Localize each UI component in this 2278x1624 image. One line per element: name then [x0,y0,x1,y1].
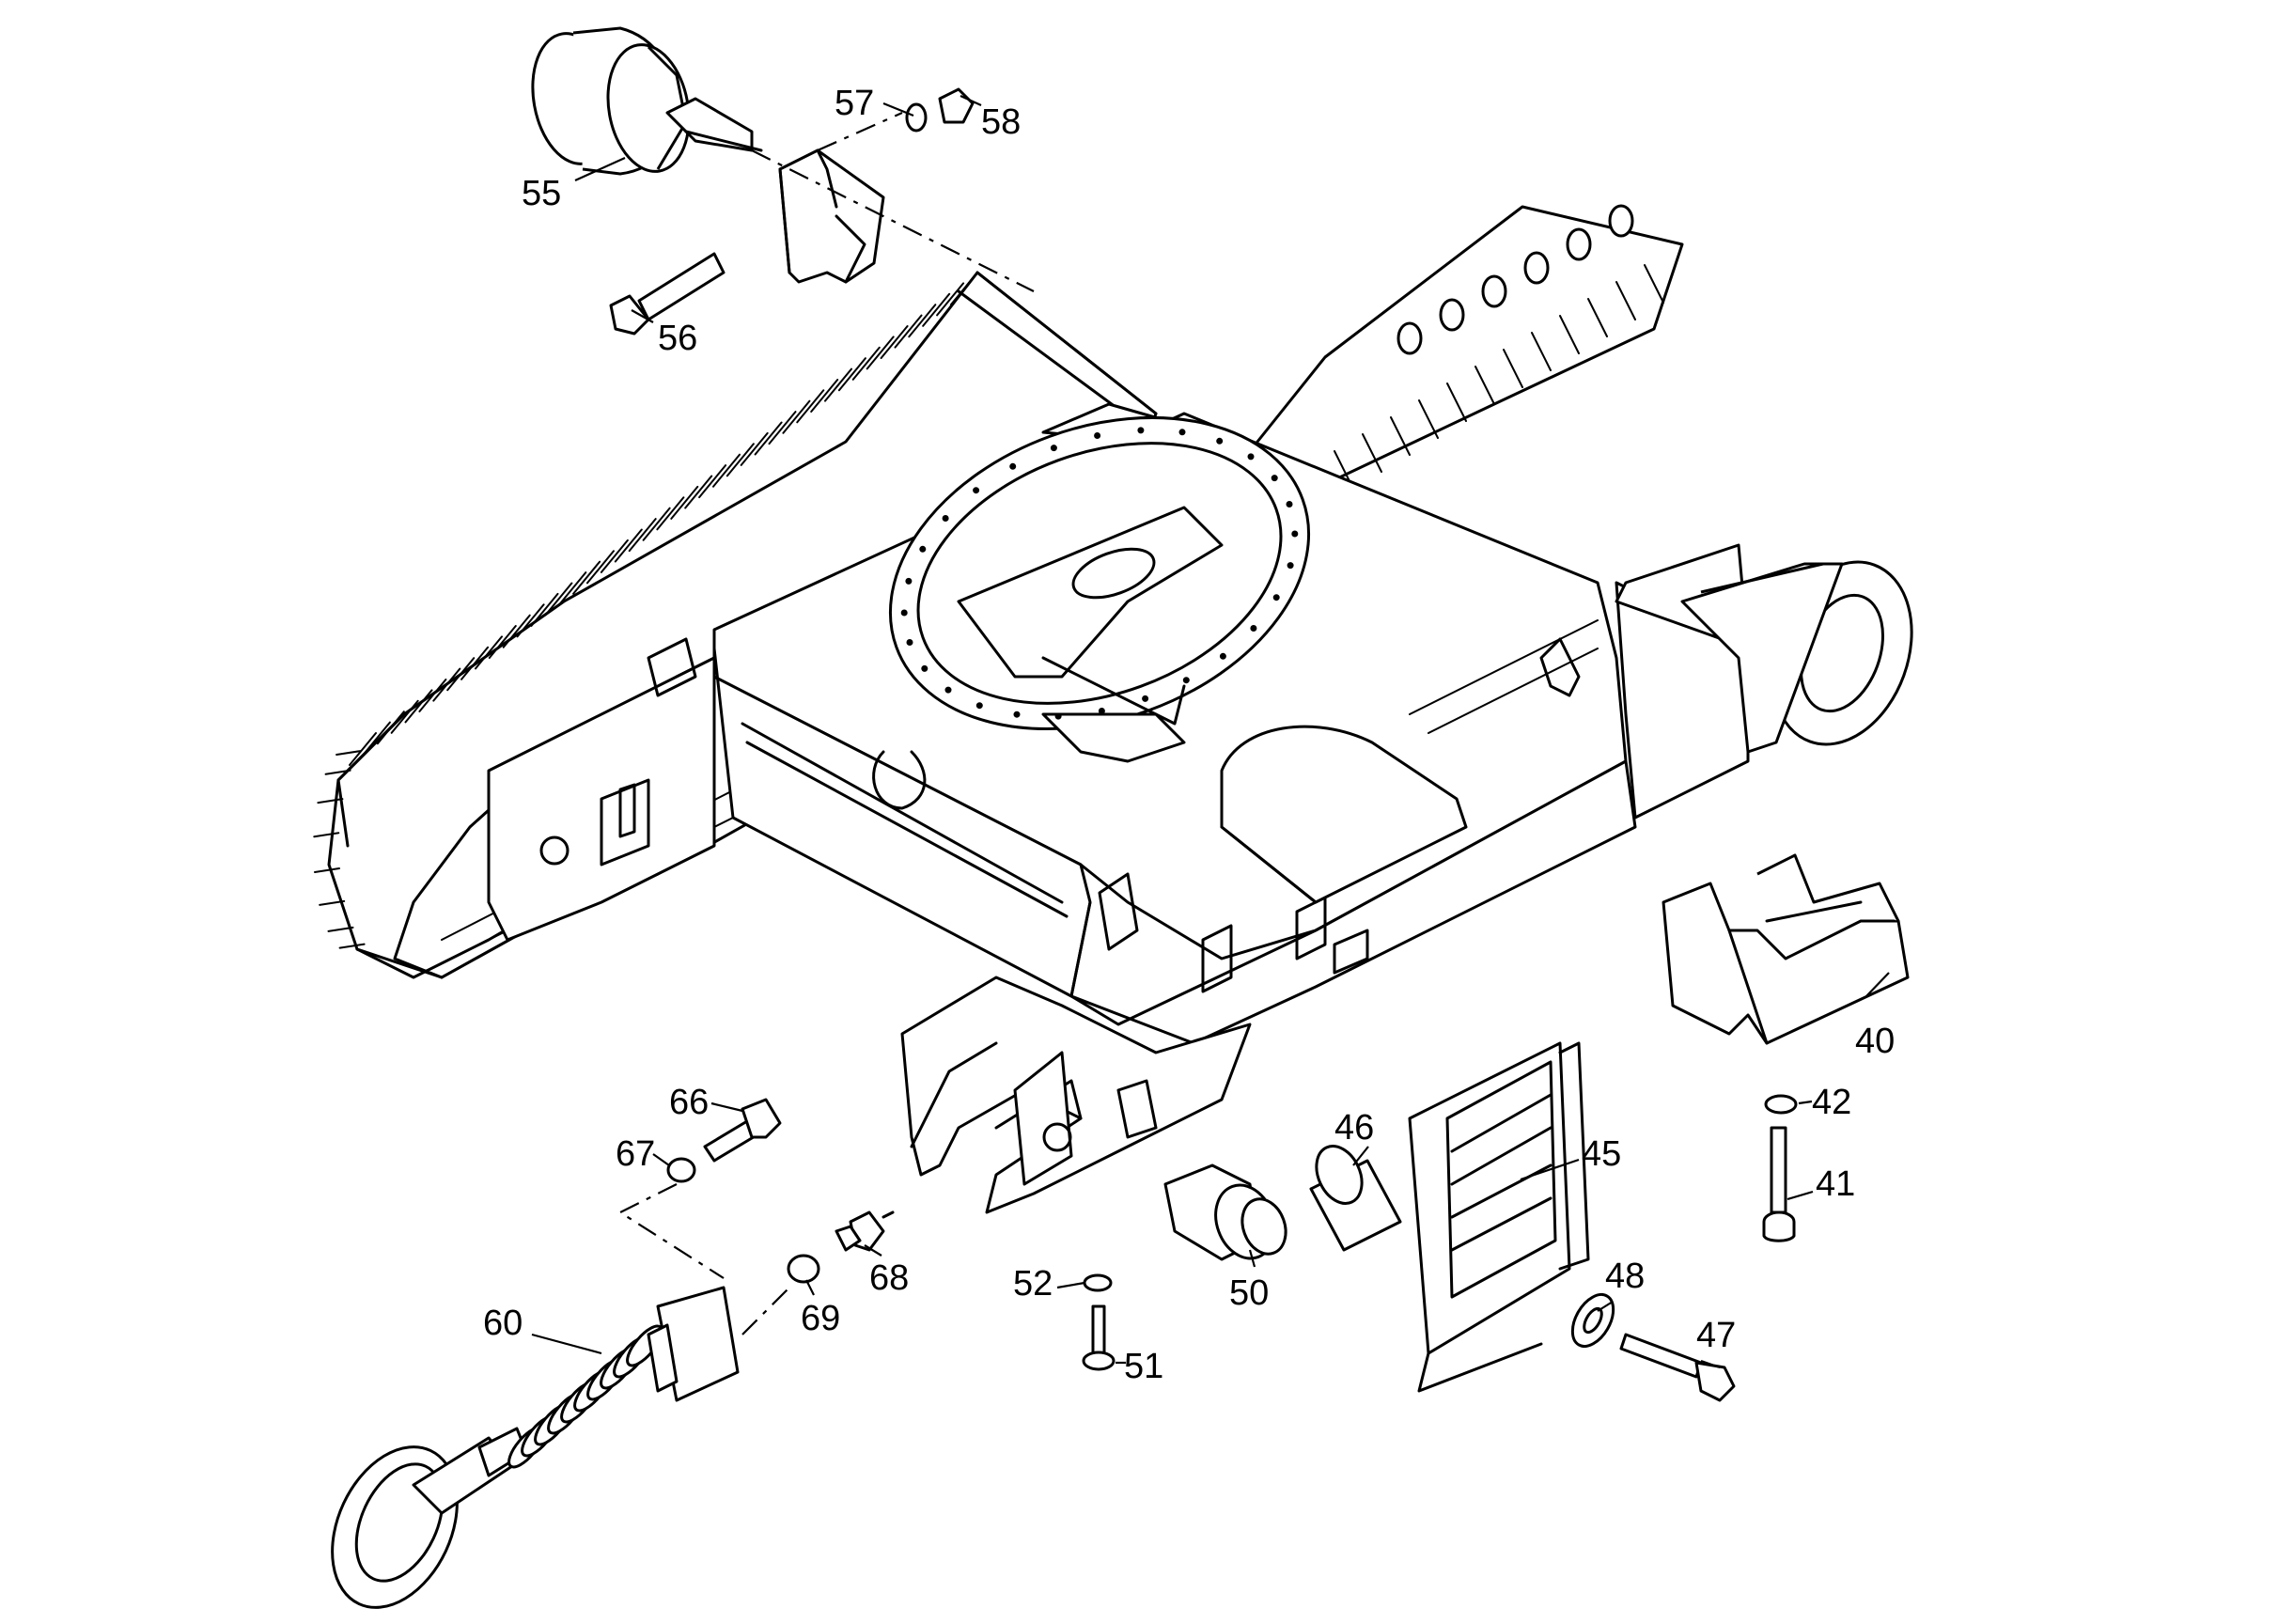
ring-bolt-hole [1272,594,1280,601]
nut-58 [938,87,975,124]
ring-bolt-hole [1271,475,1278,482]
sensor-68 [835,1210,895,1252]
ring-bolt-hole [1098,708,1105,714]
callout-57: 57 [835,84,874,123]
ring-bolt-hole [1013,710,1021,718]
guide-bracket [1662,853,1910,1045]
roller-bracket [778,148,885,284]
assembly-line-67 [617,1183,725,1279]
ring-bolt-hole [1250,625,1257,632]
callout-55: 55 [522,174,561,213]
ring-bolt-hole [1286,501,1293,508]
assembly-line-57 [817,111,903,152]
callout-67: 67 [616,1134,655,1174]
callout-46: 46 [1334,1108,1374,1148]
callout-60: 60 [483,1304,523,1343]
chain-link [1481,274,1507,308]
assembly-line-55 [751,149,1035,292]
ring-bolt-hole [1054,712,1062,720]
ring-bolt-hole [1094,432,1101,439]
chain-link [1396,321,1423,355]
ring-bolt-hole [1182,677,1190,684]
washer-52 [1083,1273,1113,1292]
ring-bolt-hole [1142,695,1149,702]
sleeve-46 [1309,1145,1402,1252]
callout-50: 50 [1229,1273,1269,1313]
ladder-step [1408,1041,1590,1393]
ring-bolt-hole [975,702,983,710]
callout-47: 47 [1696,1316,1736,1355]
ring-bolt-hole [1009,462,1017,470]
washer-42 [1764,1094,1798,1115]
slewing-ring [888,415,1311,763]
callout-48: 48 [1605,1257,1645,1296]
chain-link [1566,227,1592,261]
assembly-line-69 [741,1287,790,1335]
ring-bolt-hole [1291,530,1299,538]
ring-bolt-hole [1050,445,1057,452]
callout-40: 40 [1855,1022,1895,1061]
chain-link [1439,298,1465,332]
bolt-56 [609,252,726,336]
ring-bolt-hole [905,577,913,585]
ring-bolt-hole [942,515,949,522]
ring-bolt-hole [906,639,913,646]
washer-57 [905,102,928,133]
callout-42: 42 [1812,1083,1851,1122]
ring-bolt-hole [973,487,980,494]
track-roller-50 [1163,1163,1287,1261]
chain-link [1608,204,1634,238]
washer-69 [787,1254,820,1284]
chain-link [1523,251,1550,285]
callout-69: 69 [801,1299,840,1338]
ring-bolt-hole [1287,562,1294,570]
ring-bolt-hole [900,609,908,617]
callout-41: 41 [1816,1164,1855,1204]
ring-bolt-hole [944,686,952,694]
ring-bolt-hole [919,545,927,553]
ring-bolt-hole [1216,437,1224,445]
callout-56: 56 [658,319,697,358]
bolt-66 [703,1098,782,1163]
leaders [531,94,1890,1369]
callout-58: 58 [981,102,1021,142]
callout-52: 52 [1013,1264,1053,1304]
ring-bolt-hole [921,664,928,672]
callout-labels: 55 56 57 58 40 41 42 45 46 47 48 50 51 5… [483,84,1895,1386]
idler-60 [331,1286,740,1609]
carrier-roller [531,26,763,176]
washer-48 [1570,1293,1615,1348]
callout-66: 66 [669,1083,709,1122]
bolt-41 [1762,1126,1796,1242]
callout-68: 68 [869,1258,909,1298]
callout-51: 51 [1124,1347,1163,1386]
washer-67 [666,1157,696,1183]
ring-bolt-hole [1178,429,1186,436]
bolt-47 [1619,1333,1736,1402]
callout-45: 45 [1582,1134,1621,1174]
screw-51 [1082,1304,1116,1371]
ring-bolt-hole [1219,652,1226,660]
ring-bolt-hole [1247,453,1255,461]
ring-bolt-hole [1137,427,1145,434]
